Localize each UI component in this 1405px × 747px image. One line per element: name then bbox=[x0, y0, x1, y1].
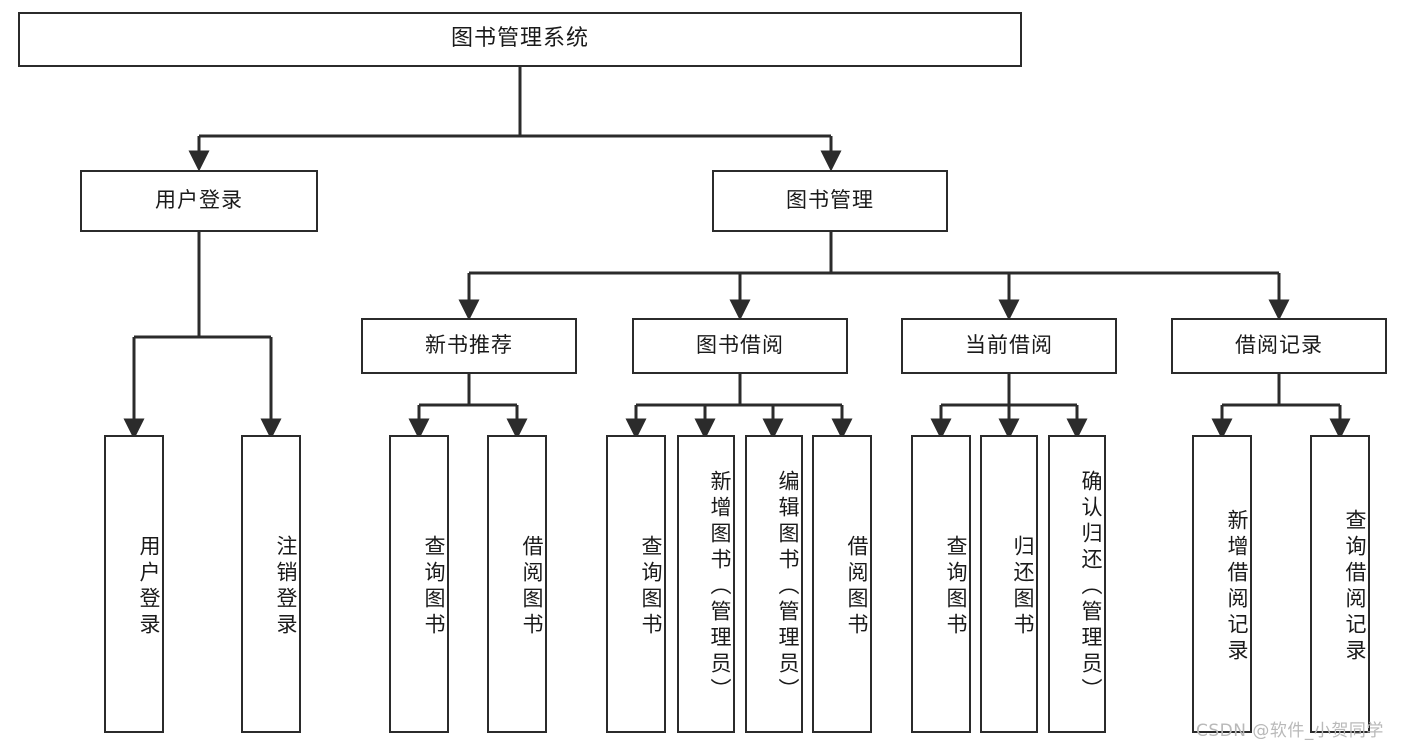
node-label: 新书推荐 bbox=[425, 333, 513, 358]
node-book-management[interactable]: 图书管理 bbox=[712, 170, 948, 232]
node-user-login[interactable]: 用户登录 bbox=[80, 170, 318, 232]
node-label: 查询借阅记录 bbox=[1343, 509, 1367, 665]
node-label: 当前借阅 bbox=[965, 333, 1053, 358]
node-leaf-user-login[interactable]: 用户登录 bbox=[104, 435, 164, 733]
node-leaf-query-borrow-record[interactable]: 查询借阅记录 bbox=[1310, 435, 1370, 733]
node-leaf-query-book-current[interactable]: 查询图书 bbox=[911, 435, 971, 733]
node-label: 查询图书 bbox=[944, 535, 968, 639]
node-label: 借阅图书 bbox=[520, 535, 544, 639]
node-label: 新增图书（管理员） bbox=[708, 470, 732, 704]
node-leaf-confirm-return-admin[interactable]: 确认归还（管理员） bbox=[1048, 435, 1106, 733]
node-label: 查询图书 bbox=[422, 535, 446, 639]
node-label: 确认归还（管理员） bbox=[1079, 470, 1103, 704]
node-label: 用户登录 bbox=[155, 188, 243, 213]
node-label: 图书管理 bbox=[786, 188, 874, 213]
node-leaf-logout[interactable]: 注销登录 bbox=[241, 435, 301, 733]
node-label: 编辑图书（管理员） bbox=[776, 470, 800, 704]
node-leaf-add-borrow-record[interactable]: 新增借阅记录 bbox=[1192, 435, 1252, 733]
node-label: 借阅记录 bbox=[1235, 333, 1323, 358]
node-leaf-query-book-borrow[interactable]: 查询图书 bbox=[606, 435, 666, 733]
node-label: 图书借阅 bbox=[696, 333, 784, 358]
node-label: 注销登录 bbox=[274, 535, 298, 639]
node-leaf-edit-book-admin[interactable]: 编辑图书（管理员） bbox=[745, 435, 803, 733]
node-current-borrow[interactable]: 当前借阅 bbox=[901, 318, 1117, 374]
node-new-book-recommend[interactable]: 新书推荐 bbox=[361, 318, 577, 374]
node-borrow-record[interactable]: 借阅记录 bbox=[1171, 318, 1387, 374]
node-leaf-add-book-admin[interactable]: 新增图书（管理员） bbox=[677, 435, 735, 733]
node-label: 用户登录 bbox=[137, 535, 161, 639]
node-label: 借阅图书 bbox=[845, 535, 869, 639]
node-label: 归还图书 bbox=[1011, 535, 1035, 639]
node-book-borrow[interactable]: 图书借阅 bbox=[632, 318, 848, 374]
csdn-watermark: CSDN @软件_小贺同学 bbox=[1196, 721, 1384, 741]
node-label: 图书管理系统 bbox=[450, 26, 589, 52]
node-root-system[interactable]: 图书管理系统 bbox=[18, 12, 1022, 67]
node-leaf-borrow-book[interactable]: 借阅图书 bbox=[812, 435, 872, 733]
node-leaf-borrow-book-recommend[interactable]: 借阅图书 bbox=[487, 435, 547, 733]
node-leaf-return-book[interactable]: 归还图书 bbox=[980, 435, 1038, 733]
node-label: 查询图书 bbox=[639, 535, 663, 639]
node-label: 新增借阅记录 bbox=[1225, 509, 1249, 665]
node-leaf-query-book-recommend[interactable]: 查询图书 bbox=[389, 435, 449, 733]
